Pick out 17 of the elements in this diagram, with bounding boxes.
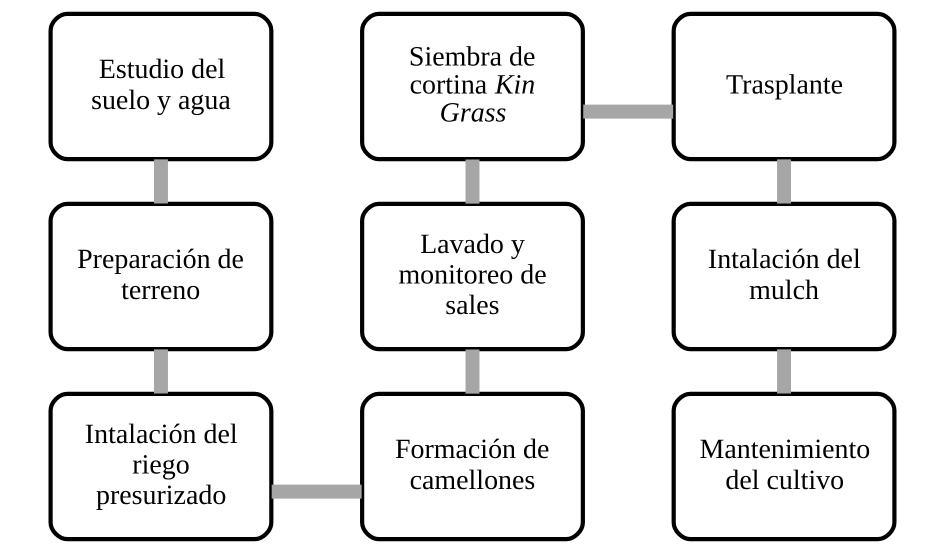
node-box: Siembra de cortina Kin Grass [360, 12, 584, 162]
connector [465, 350, 479, 394]
node-box: Estudio del suelo y agua [48, 12, 273, 162]
node-box: Mantenimiento del cultivo [671, 392, 896, 542]
connector [153, 349, 168, 394]
node-box: Lavado y monitoreo de sales [360, 202, 584, 352]
node-box: Formación de camellones [360, 392, 584, 542]
node-box: Intalación del riego presurizado [48, 392, 273, 542]
connector [582, 104, 673, 119]
node-box: Trasplante [671, 12, 896, 162]
connector [776, 159, 791, 204]
node-box: Intalación del mulch [671, 202, 896, 352]
connector [776, 349, 791, 394]
connector [465, 160, 479, 204]
connector [271, 484, 362, 499]
connector [153, 159, 168, 204]
node-box: Preparación de terreno [48, 202, 273, 352]
